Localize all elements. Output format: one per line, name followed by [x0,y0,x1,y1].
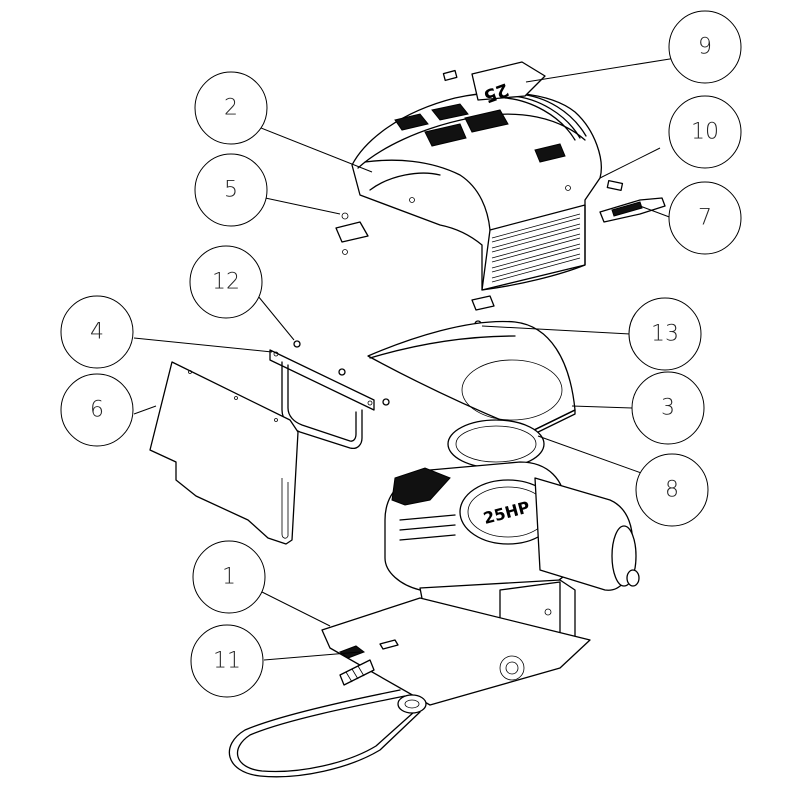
callout-4: 4 [60,295,134,369]
leader-4 [133,337,273,353]
leader-lines [133,57,677,661]
callout-label: 12 [212,270,240,295]
callout-13: 13 [628,297,702,371]
hood-bracket-left [335,221,369,243]
callout-9: 9 [668,10,742,84]
callout-5: 5 [194,153,268,227]
hood-vents [491,213,581,283]
gasket [447,419,545,469]
shield-bracket [269,349,375,450]
callout-7: 7 [668,181,742,255]
callout-label: 10 [691,120,719,145]
pulley [397,694,427,714]
callout-11: 11 [190,624,264,698]
callout-3: 3 [631,371,705,445]
callout-label: 8 [665,478,679,503]
leader-9 [525,57,677,83]
hood-bracket-right [471,295,495,311]
leader-6 [133,405,157,415]
callout-8: 8 [635,453,709,527]
callout-label: 11 [213,649,241,674]
leader-5 [255,195,341,215]
callout-1: 1 [192,540,266,614]
callout-label: 1 [222,565,236,590]
callout-label: 4 [90,320,104,345]
callout-label: 5 [224,178,238,203]
air-cover [367,320,576,439]
callout-10: 10 [668,95,742,169]
leader-11 [263,651,361,661]
callout-label: 2 [224,96,238,121]
callout-label: 9 [698,35,712,60]
hinge [599,179,666,223]
callout-6: 6 [60,373,134,447]
hood [335,92,602,311]
mount-plate [321,597,591,706]
leader-8 [537,435,645,475]
belt [228,689,427,778]
leader-12 [257,295,295,341]
callout-label: 3 [661,396,675,421]
callout-2: 2 [194,71,268,145]
spring [339,659,375,686]
leader-10 [599,147,661,179]
callout-12: 12 [189,245,263,319]
side-shield [149,361,299,545]
leader-3 [571,405,633,409]
leader-7 [639,205,673,219]
callout-label: 13 [651,322,679,347]
callout-label: 7 [698,206,712,231]
leader-13 [481,325,631,335]
nut-12 [293,340,301,348]
leader-1 [261,591,331,627]
leader-2 [255,125,373,173]
callout-label: 6 [90,398,104,423]
decal-pin [442,69,458,82]
hinge-pin [606,179,624,192]
